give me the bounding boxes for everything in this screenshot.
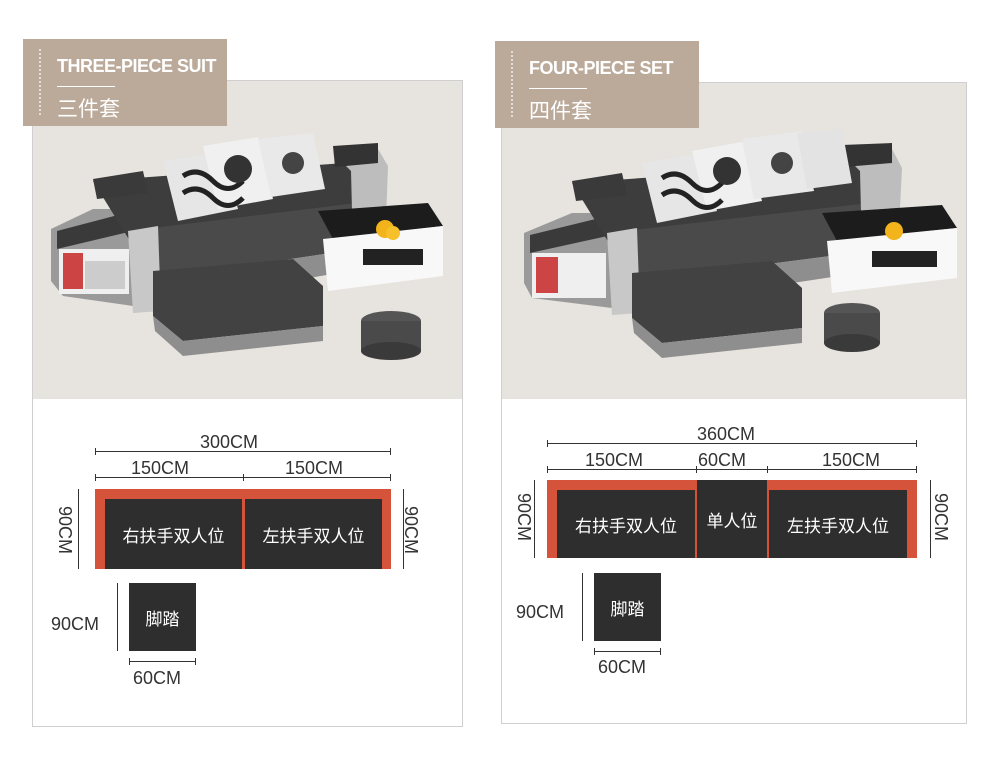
sofa-illustration bbox=[524, 129, 957, 358]
tick bbox=[767, 466, 768, 473]
footstool-depth-line bbox=[582, 573, 583, 641]
footstool-label: 脚踏 bbox=[610, 599, 645, 619]
seg1-width-label: 150CM bbox=[131, 458, 190, 478]
sofa-photo bbox=[33, 81, 462, 399]
depth-right-label: 90CM bbox=[401, 505, 422, 555]
depth-left-line bbox=[534, 480, 535, 558]
total-width-line bbox=[547, 443, 917, 444]
seat-left-block: 右扶手双人位 bbox=[105, 499, 242, 569]
tag-title-zh: 四件套 bbox=[529, 100, 592, 123]
footstool-width-line bbox=[594, 651, 661, 652]
seg3-width-label: 150CM bbox=[822, 450, 881, 470]
footstool-depth-line bbox=[117, 583, 118, 651]
footstool-block: 脚踏 bbox=[129, 583, 196, 651]
tick bbox=[129, 658, 130, 665]
tick bbox=[660, 648, 661, 655]
seat-right-block: 左扶手双人位 bbox=[245, 499, 382, 569]
tick bbox=[547, 466, 548, 473]
total-width-line bbox=[95, 451, 391, 452]
tag-rule bbox=[529, 88, 587, 89]
seg2-width-label: 150CM bbox=[285, 458, 344, 478]
seg1-width-label: 150CM bbox=[585, 450, 644, 470]
seat-right-block: 左扶手双人位 bbox=[769, 490, 907, 558]
seat-mid-block: 单人位 bbox=[697, 480, 767, 558]
seg-width-line bbox=[547, 469, 917, 470]
seg2-width-label: 60CM bbox=[698, 450, 747, 470]
tick bbox=[916, 440, 917, 447]
footstool-width-line bbox=[129, 661, 196, 662]
three-piece-panel: 300CM 150CM 150CM 右扶手双人位 左扶手双人位 90CM 90C… bbox=[32, 80, 463, 727]
footstool-depth-label: 90CM bbox=[51, 614, 100, 634]
tick bbox=[243, 474, 244, 481]
tick bbox=[390, 474, 391, 481]
depth-right-line bbox=[930, 480, 931, 558]
seat-left-label: 右扶手双人位 bbox=[575, 516, 677, 536]
tick bbox=[95, 448, 96, 455]
tick bbox=[916, 466, 917, 473]
tag-title-en: FOUR-PIECE SET bbox=[529, 58, 674, 78]
three-piece-tag: THREE-PIECE SUIT 三件套 bbox=[23, 39, 227, 126]
tick bbox=[195, 658, 196, 665]
depth-right-label: 90CM bbox=[931, 492, 952, 542]
tag-title-en: THREE-PIECE SUIT bbox=[57, 56, 217, 76]
tick bbox=[547, 440, 548, 447]
footstool-width-label: 60CM bbox=[133, 668, 182, 688]
sofa-photo bbox=[502, 83, 966, 399]
depth-left-label: 90CM bbox=[514, 492, 535, 542]
four-piece-tag: FOUR-PIECE SET 四件套 bbox=[495, 41, 699, 128]
tick bbox=[390, 448, 391, 455]
total-width-label: 360CM bbox=[697, 424, 756, 444]
seat-left-block: 右扶手双人位 bbox=[557, 490, 695, 558]
seat-mid-label: 单人位 bbox=[706, 511, 758, 531]
sofa-illustration bbox=[51, 133, 443, 360]
tag-dots bbox=[39, 49, 41, 115]
tag-title-zh: 三件套 bbox=[57, 98, 120, 121]
seat-left-label: 右扶手双人位 bbox=[122, 526, 225, 546]
depth-right-line bbox=[403, 489, 404, 569]
footstool-block: 脚踏 bbox=[594, 573, 661, 641]
tick bbox=[594, 648, 595, 655]
tick bbox=[95, 474, 96, 481]
footstool-width-label: 60CM bbox=[598, 657, 647, 677]
depth-left-line bbox=[78, 489, 79, 569]
tick bbox=[696, 466, 697, 473]
total-width-label: 300CM bbox=[200, 432, 259, 452]
tag-rule bbox=[57, 86, 115, 87]
footstool-label: 脚踏 bbox=[145, 609, 180, 629]
seat-right-label: 左扶手双人位 bbox=[262, 526, 365, 546]
footstool-depth-label: 90CM bbox=[516, 602, 565, 622]
seat-right-label: 左扶手双人位 bbox=[787, 516, 889, 536]
depth-left-label: 90CM bbox=[55, 505, 76, 555]
tag-dots bbox=[511, 51, 513, 117]
four-piece-panel: 360CM 150CM 60CM 150CM 右扶手双人位 单人位 左扶手双人位… bbox=[501, 82, 967, 724]
